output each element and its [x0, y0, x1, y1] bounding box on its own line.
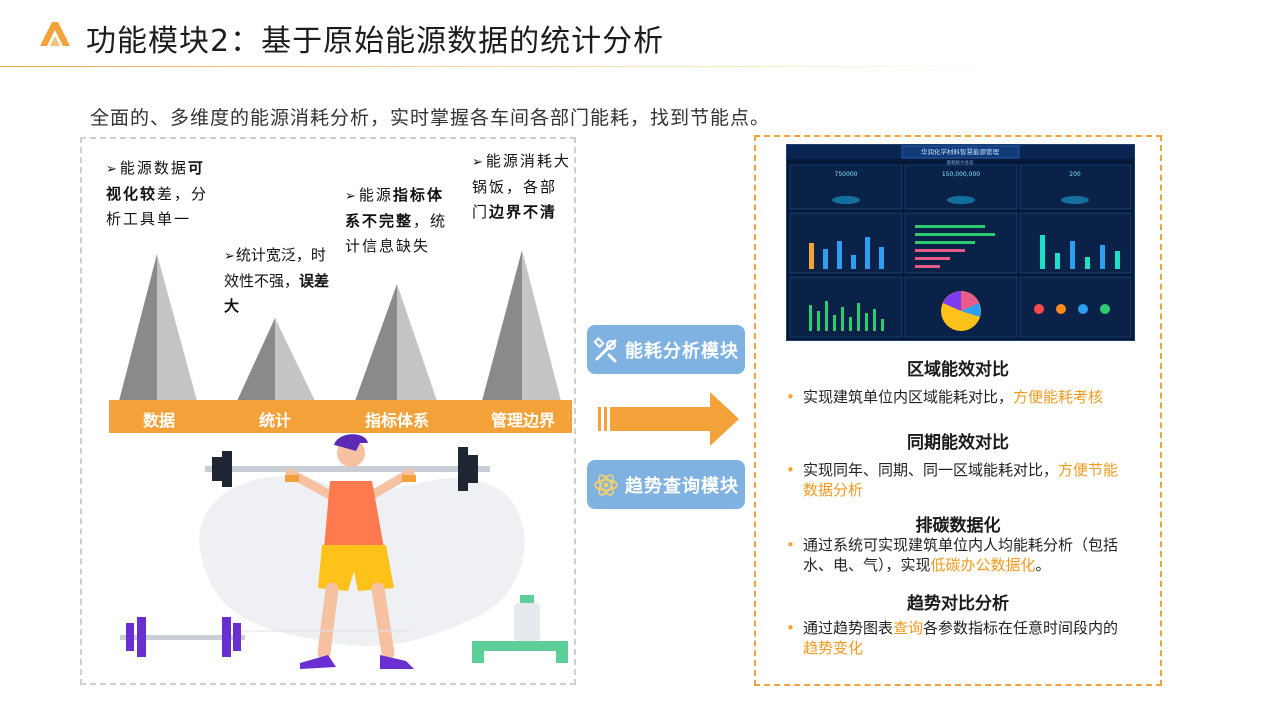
- section-bullet-trend: • 通过趋势图表查询各参数指标在任意时间段内的趋势变化: [786, 618, 1131, 658]
- pain-point-text: 能源消耗: [485, 152, 554, 170]
- section-bullet-period: • 实现同年、同期、同一区域能耗对比，方便节能数据分析: [786, 460, 1131, 500]
- pain-point-text: 整: [396, 212, 414, 230]
- pain-point-text: 时效性不强，: [224, 246, 326, 290]
- base-label-data: 数据: [142, 411, 175, 430]
- weightlifter-illustration: [120, 434, 568, 669]
- pain-point-text: 统计宽泛，: [235, 246, 311, 264]
- energy-analysis-module-button[interactable]: 能耗分析模块: [587, 325, 745, 374]
- dashboard-title: 华润化学材料智慧能源管理: [921, 147, 1000, 156]
- body-text: 通过趋势图表: [803, 619, 894, 637]
- body-text: 各参数指标在任意时间段内的: [923, 619, 1119, 637]
- trend-query-module-button[interactable]: 趋势查询模块: [587, 460, 745, 509]
- pain-point-text: 能源: [358, 186, 393, 204]
- dashboard-kpi-3: 200: [1069, 171, 1081, 178]
- body-text: 实现建筑单位内区域能耗对比，: [803, 388, 1014, 406]
- pain-point-text: 界不清: [506, 203, 558, 221]
- pain-point-text: 可视化较: [106, 159, 205, 203]
- body-text: 实现同年、同期、同一区域能耗对比，: [803, 461, 1059, 479]
- dashboard-graphic: 华润化学材料智慧能源管理 能耗统计总览 750000 150,000,000 2…: [787, 145, 1134, 338]
- page-subtitle: 全面的、多维度的能源消耗分析，实时掌握各车间各部门能耗，找到节能点。: [90, 107, 771, 129]
- features-panel: [754, 135, 1162, 686]
- highlight-text: 查询: [893, 619, 924, 637]
- pain-mountains-graphic: [119, 250, 561, 401]
- pain-base-bar: [109, 400, 572, 433]
- pain-point-text: ，统计: [345, 212, 448, 255]
- arrow-bullet-icon: ➢: [345, 189, 358, 204]
- body-text: 通过系统可实现建筑单位内人均能耗分析（包括水、电、气），实现: [803, 536, 1119, 574]
- pain-point-text: 信息缺失: [362, 237, 431, 255]
- brand-logo-icon: [40, 22, 70, 46]
- dashboard-kpi-2: 150,000,000: [942, 171, 980, 178]
- dashboard-subtitle: 能耗统计总览: [947, 159, 974, 166]
- highlight-text: 方便能耗考核: [1013, 388, 1104, 406]
- pain-point-text: 差，分析: [106, 185, 209, 228]
- highlight-text: 低碳办公数据化: [930, 556, 1036, 574]
- bullet-dot-icon: •: [786, 388, 795, 406]
- pain-point-text: 工具单一: [123, 210, 192, 228]
- atom-icon: [594, 473, 618, 496]
- pain-point-text: 大锅饭，: [472, 152, 571, 196]
- pain-point-3: ➢能源指标体系不完整，统计信息缺失: [345, 183, 449, 259]
- arrow-bullet-icon: ➢: [106, 162, 119, 177]
- body-text: 。: [1035, 556, 1051, 574]
- bullet-dot-icon: •: [786, 619, 795, 637]
- pain-point-4: ➢能源消耗大锅饭，各部门边界不清: [472, 149, 572, 225]
- section-heading-carbon: 排碳数据化: [915, 516, 1001, 536]
- header-divider: [0, 66, 1280, 67]
- section-bullet-carbon: • 通过系统可实现建筑单位内人均能耗分析（包括水、电、气），实现低碳办公数据化。: [786, 535, 1131, 575]
- pain-point-1: ➢能源数据可视化较差，分析工具单一: [106, 156, 210, 232]
- pain-point-2: ➢统计宽泛，时效性不强，误差大: [224, 243, 334, 319]
- bullet-dot-icon: •: [786, 461, 795, 479]
- pain-point-text: 边: [489, 203, 507, 221]
- arrow-bullet-icon: ➢: [472, 155, 485, 170]
- page-title: 功能模块2：基于原始能源数据的统计分析: [86, 24, 665, 59]
- dashboard-screenshot: 华润化学材料智慧能源管理 能耗统计总览 750000 150,000,000 2…: [786, 144, 1135, 341]
- base-label-stats: 统计: [258, 411, 291, 430]
- dashboard-kpi-1: 750000: [835, 171, 858, 178]
- bullet-dot-icon: •: [786, 536, 795, 554]
- module-label-trend: 趋势查询模块: [625, 475, 739, 497]
- highlight-text: 方便节能数据分析: [803, 461, 1119, 499]
- arrow-bullet-icon: ➢: [224, 249, 235, 264]
- section-bullet-regional: • 实现建筑单位内区域能耗对比，方便能耗考核: [786, 387, 1131, 407]
- section-heading-period: 同期能效对比: [907, 433, 1009, 453]
- base-label-boundary: 管理边界: [490, 411, 555, 430]
- pain-point-text: 能源数据: [119, 159, 188, 177]
- right-arrow-icon: [598, 392, 739, 446]
- pain-point-text: 指标: [392, 186, 427, 204]
- base-label-index: 指标体系: [364, 411, 429, 430]
- section-heading-trend: 趋势对比分析: [907, 594, 1009, 614]
- highlight-text: 趋势变化: [803, 639, 864, 657]
- section-heading-regional: 区域能效对比: [907, 360, 1009, 380]
- pain-point-text: 误差大: [224, 272, 330, 315]
- pain-point-text: 各部门: [472, 178, 558, 221]
- module-label-energy: 能耗分析模块: [625, 340, 739, 362]
- pain-points-panel: [80, 137, 576, 685]
- pain-point-text: 体系不完: [345, 186, 444, 230]
- tools-icon: [593, 336, 617, 362]
